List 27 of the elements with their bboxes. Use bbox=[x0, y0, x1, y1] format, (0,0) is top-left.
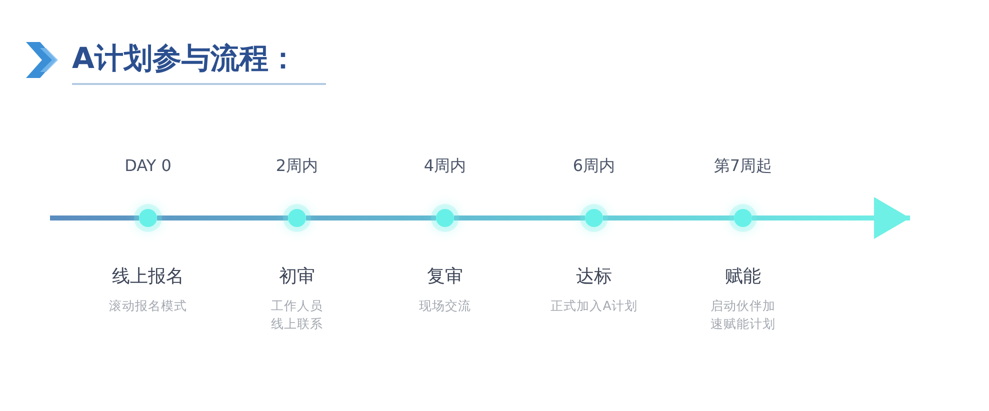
time-label: 4周内 bbox=[424, 156, 466, 177]
time-label: 第7周起 bbox=[714, 156, 772, 177]
stage-title: 线上报名 bbox=[112, 265, 184, 288]
stage-description: 滚动报名模式 bbox=[108, 297, 188, 315]
stage-description: 工作人员线上联系 bbox=[270, 297, 324, 333]
timeline-line bbox=[603, 216, 734, 220]
milestone-dot bbox=[436, 209, 454, 227]
stage-description: 正式加入A计划 bbox=[550, 297, 638, 315]
arrow bbox=[752, 197, 910, 239]
stage-title: 赋能 bbox=[725, 265, 761, 288]
timeline-line bbox=[50, 216, 139, 220]
timeline-line bbox=[306, 216, 436, 220]
time-label: 6周内 bbox=[572, 156, 616, 177]
time-label: DAY 0 bbox=[124, 156, 172, 175]
milestone-dot bbox=[585, 209, 603, 227]
milestone-dot bbox=[734, 209, 752, 227]
stage-title: 初审 bbox=[279, 265, 315, 288]
timeline-line bbox=[454, 216, 585, 220]
timeline-line bbox=[157, 216, 288, 220]
stage-description: 现场交流 bbox=[418, 297, 472, 315]
title: A计划参与流程： bbox=[72, 40, 298, 77]
stage-title: 复审 bbox=[427, 265, 463, 288]
stage-description: 启动伙伴加速赋能计划 bbox=[710, 297, 776, 333]
time-label: 2周内 bbox=[276, 156, 318, 177]
milestone-dot bbox=[288, 209, 306, 227]
milestone-dot bbox=[139, 209, 157, 227]
stage-title: 达标 bbox=[576, 265, 612, 288]
